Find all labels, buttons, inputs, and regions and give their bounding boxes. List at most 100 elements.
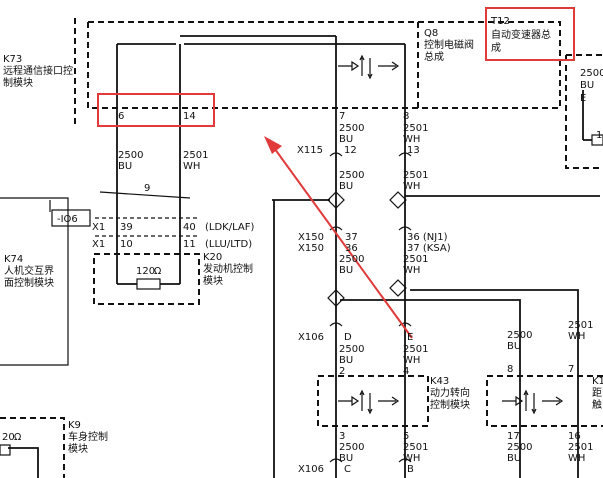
- pin-x106b-c: C: [344, 464, 351, 475]
- x106-marks: [329, 322, 412, 327]
- pin-x150-36nj1: 36 (NJ1): [407, 232, 448, 243]
- pin-k43-2: 2: [339, 366, 345, 377]
- pin-x1-39: 39: [120, 222, 133, 233]
- pin-k73-14: 14: [183, 111, 196, 122]
- wire-k1x-bu: [340, 299, 521, 478]
- connector-marks: [95, 152, 412, 463]
- k20-name-1: 发动机控制: [203, 262, 253, 275]
- k20-name-2: 模块: [203, 275, 223, 287]
- splice-bu-1: [327, 191, 345, 209]
- highlight-arrow-line: [271, 144, 413, 339]
- ldk-label: (LDK/LAF): [205, 222, 254, 233]
- wire-2500-x150: 2500: [339, 254, 364, 265]
- pin-x115-13: 13: [407, 145, 420, 156]
- t12-name-1: 自动变速器总: [491, 28, 551, 41]
- k73-name-2: 制模块: [3, 76, 33, 89]
- k74-name-1: 人机交互界: [4, 264, 54, 277]
- k43-outline: [317, 375, 429, 427]
- k1x-transceiver-icon: [502, 389, 564, 415]
- wire-bu-q8: BU: [339, 134, 353, 145]
- wire-bu-k43b: BU: [339, 453, 353, 464]
- splices: [327, 191, 407, 307]
- conn-x106-b: X106: [298, 464, 324, 475]
- wire-bu-x115: BU: [339, 181, 353, 192]
- pin-x150-36: 36: [345, 243, 358, 254]
- wire-2501-x150: 2501: [403, 254, 428, 265]
- wire-2500-x106: 2500: [339, 344, 364, 355]
- wire-2500-k1xb: 2500: [507, 442, 532, 453]
- pin-x1-10: 10: [120, 239, 133, 250]
- k20-ref: K20: [203, 252, 222, 263]
- t12-name-2: 成: [491, 42, 501, 54]
- wire-bu-k1xb: BU: [507, 453, 521, 464]
- wire-k1x-wh: [410, 289, 579, 478]
- wire-2500-k73: 2500: [118, 150, 143, 161]
- pin-highlight-box: [97, 93, 215, 127]
- wire-2500-q8: 2500: [339, 123, 364, 134]
- pin-k1x-17: 17: [507, 431, 520, 442]
- splice-9: 9: [144, 183, 150, 194]
- splice-wh-2: [389, 279, 407, 297]
- pin-x1-11: 11: [183, 239, 196, 250]
- pin-x150-37ksa: 37 (KSA): [407, 243, 451, 254]
- pin-k1x-16: 16: [568, 431, 581, 442]
- k9-res-ohm: Ω: [14, 432, 21, 443]
- wire-2501-x106: 2501: [403, 344, 428, 355]
- x150-marks: [329, 226, 412, 231]
- highlights: [97, 7, 575, 339]
- wire-wh-k43b: WH: [403, 453, 420, 464]
- transceivers: [338, 54, 564, 415]
- k74-ref: K74: [4, 254, 23, 265]
- right-1: 1: [596, 130, 602, 141]
- splice-bu-2: [327, 289, 345, 307]
- k73-ref: K73: [3, 54, 22, 65]
- k73-outline-left: [87, 22, 420, 109]
- conn-x150-a: X150: [298, 232, 324, 243]
- pin-x106-d: D: [344, 332, 352, 343]
- labels: K73 远程通信接口控 制模块 Q8 控制电磁阀 总成 T12 自动变速器总 成…: [2, 16, 603, 475]
- k1x-outline: [486, 375, 603, 427]
- wire-2501-q8: 2501: [403, 123, 428, 134]
- llu-label: (LLU/LTD): [205, 239, 252, 250]
- k74-outline: [0, 197, 69, 366]
- wire-2501-k43b: 2501: [403, 442, 428, 453]
- conn-x1-a: X1: [92, 222, 105, 233]
- conn-x106-a: X106: [298, 332, 324, 343]
- wire-2501-k1x: 2501: [568, 320, 593, 331]
- right-module-outline: [565, 54, 603, 169]
- io6-label: -IO6: [57, 214, 78, 225]
- right-module-resistor: [591, 134, 603, 146]
- right-bu: BU: [580, 80, 594, 91]
- pin-k1x-7: 7: [568, 364, 574, 375]
- right-2500: 2500: [580, 68, 603, 79]
- pin-x115-12: 12: [344, 145, 357, 156]
- pin-q8-7: 7: [339, 111, 345, 122]
- wire-wh-q8: WH: [403, 134, 420, 145]
- wire-wh-k1x: WH: [568, 331, 585, 342]
- k43-ref: K43: [430, 376, 449, 387]
- wire-2501-x115: 2501: [403, 170, 428, 181]
- right-module-wire: [582, 90, 592, 141]
- wire-wh-k73: WH: [183, 161, 200, 172]
- pin-k43-5: 5: [403, 431, 409, 442]
- right-e: E: [580, 93, 586, 104]
- x115-marks: [329, 152, 412, 157]
- q8-transceiver-icon: [338, 54, 400, 80]
- x106b-marks: [329, 458, 412, 463]
- wire-2501-k73: 2501: [183, 150, 208, 161]
- k20-res-value: 120: [136, 266, 155, 277]
- k43-transceiver-icon: [338, 389, 400, 415]
- k9-outline: [0, 417, 65, 478]
- wire-bu-x150: BU: [339, 265, 353, 276]
- module-outlines: [0, 18, 603, 478]
- wire-wh-k1xb: WH: [568, 453, 585, 464]
- k9-ref: K9: [68, 420, 81, 431]
- pin-k73-6: 6: [118, 111, 124, 122]
- k1x-ref: K1: [592, 376, 603, 387]
- wire-bu-k1x: BU: [507, 341, 521, 352]
- pin-x1-40: 40: [183, 222, 196, 233]
- k73-outline-top: [88, 21, 561, 109]
- wire-wh-x150: WH: [403, 265, 420, 276]
- t12-highlight-box: [485, 7, 575, 61]
